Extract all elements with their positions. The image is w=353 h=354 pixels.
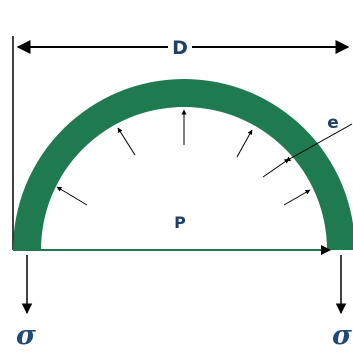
stress-label-right: σ [332, 320, 352, 351]
pressure-arrow [262, 158, 290, 178]
diameter-label: D [172, 37, 188, 59]
pressure-arrow [236, 129, 253, 158]
pressure-arrows [56, 109, 311, 206]
diameter-label-background [168, 36, 192, 58]
pressure-arrow [56, 186, 88, 206]
pressure-arrow [283, 189, 311, 206]
thickness-label: e [327, 113, 339, 133]
pressure-arrow [117, 127, 136, 156]
stress-label-left: σ [16, 320, 36, 351]
pressure-label: P [174, 213, 186, 232]
semicircular-shell [13, 79, 353, 250]
thickness-indicator-line [285, 123, 353, 162]
